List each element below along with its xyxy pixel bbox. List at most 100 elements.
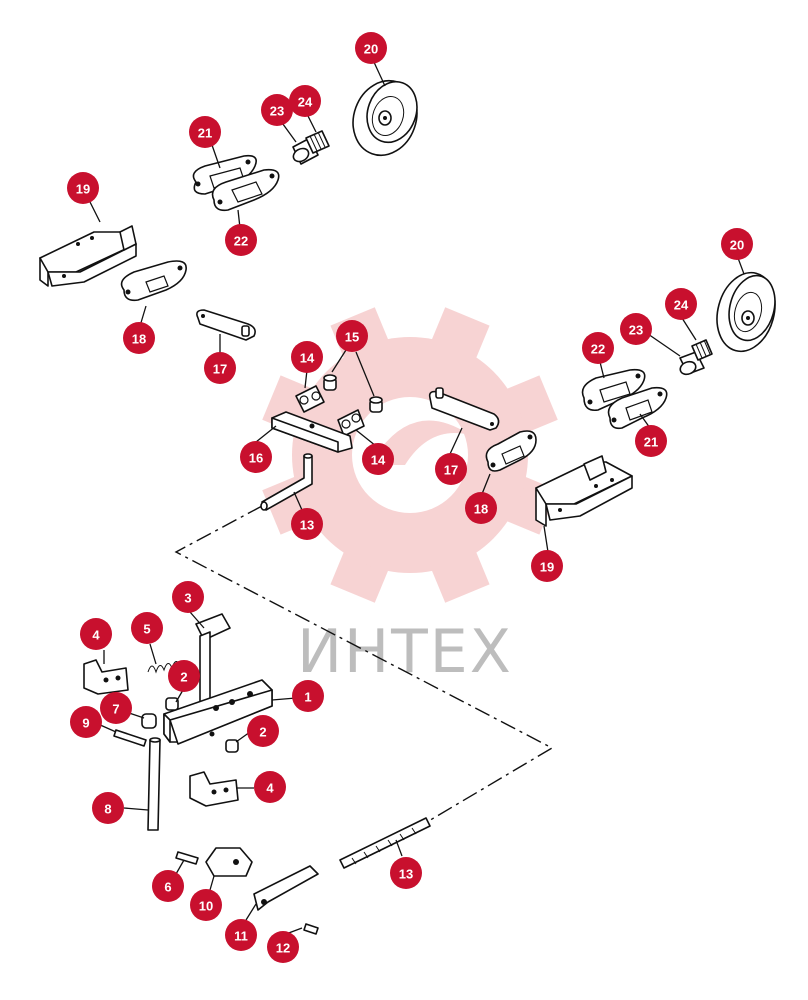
part-18-flange-right <box>485 430 537 472</box>
callout-c22a: 22 <box>225 224 257 256</box>
callout-c18a: 18 <box>123 322 155 354</box>
callout-label: 24 <box>674 298 689 313</box>
callout-marker <box>620 313 652 345</box>
callout-marker <box>100 692 132 724</box>
callout-c1: 1 <box>292 680 324 712</box>
callout-c9: 9 <box>70 706 102 738</box>
callout-label: 19 <box>540 560 554 575</box>
callout-label: 10 <box>199 899 213 914</box>
part-1-main-frame <box>163 679 273 745</box>
callout-label: 4 <box>266 781 274 796</box>
callout-marker <box>225 919 257 951</box>
callout-marker <box>635 425 667 457</box>
callout-marker <box>247 715 279 747</box>
callout-c3: 3 <box>172 581 204 613</box>
callout-label: 14 <box>300 351 315 366</box>
callout-label: 16 <box>249 451 263 466</box>
callout-label: 2 <box>259 725 266 740</box>
callout-marker <box>261 94 293 126</box>
callout-c23a: 23 <box>261 94 293 126</box>
callout-marker <box>168 660 200 692</box>
callout-marker <box>355 32 387 64</box>
callout-label: 6 <box>164 880 171 895</box>
callout-label: 17 <box>213 362 227 377</box>
callout-c19b: 19 <box>531 550 563 582</box>
callout-marker <box>721 228 753 260</box>
callout-c4a: 4 <box>80 618 112 650</box>
callout-c8: 8 <box>92 792 124 824</box>
callout-c16: 16 <box>240 441 272 473</box>
gear-swirl <box>370 420 470 465</box>
callout-c5: 5 <box>131 612 163 644</box>
callout-label: 24 <box>298 95 313 110</box>
callout-label: 20 <box>364 42 378 57</box>
callout-marker <box>225 224 257 256</box>
callout-label: 23 <box>629 323 643 338</box>
callout-c2b: 2 <box>247 715 279 747</box>
callout-c6: 6 <box>152 870 184 902</box>
linkage-path <box>174 505 554 823</box>
callout-label: 9 <box>82 716 89 731</box>
callout-label: 22 <box>234 234 248 249</box>
callout-c21b: 21 <box>635 425 667 457</box>
callout-marker <box>390 857 422 889</box>
callout-marker <box>131 612 163 644</box>
callout-label: 18 <box>132 332 146 347</box>
callout-label: 21 <box>644 435 658 450</box>
callout-marker <box>172 581 204 613</box>
callout-c17b: 17 <box>435 453 467 485</box>
callout-c20a: 20 <box>355 32 387 64</box>
callout-marker <box>531 550 563 582</box>
callout-label: 19 <box>76 182 90 197</box>
callout-c4b: 4 <box>254 771 286 803</box>
part-20-pulley-right <box>716 271 776 353</box>
watermark-text: ИНТЕХ <box>297 617 513 687</box>
part-3-pedal-arm <box>195 613 231 705</box>
part-24-spring-right <box>691 339 713 361</box>
callout-c14a: 14 <box>291 341 323 373</box>
callout-label: 21 <box>198 126 212 141</box>
part-13-threaded-rod <box>339 817 431 869</box>
callout-marker <box>92 792 124 824</box>
part-17-lever-right <box>428 387 500 431</box>
part-21-plate-right <box>607 386 668 430</box>
part-8-shaft <box>147 737 161 831</box>
callout-label: 17 <box>444 463 458 478</box>
part-19-bracket-right <box>535 455 633 527</box>
callout-marker <box>123 322 155 354</box>
callout-label: 15 <box>345 330 359 345</box>
callout-marker <box>362 443 394 475</box>
callout-marker <box>254 771 286 803</box>
callout-c21a: 21 <box>189 116 221 148</box>
part-4-bracket-bottom <box>189 771 239 807</box>
callout-marker <box>80 618 112 650</box>
part-24-spring-top <box>305 130 330 154</box>
callout-marker <box>336 320 368 352</box>
callout-marker <box>582 332 614 364</box>
callout-label: 4 <box>92 628 100 643</box>
callout-marker <box>267 931 299 963</box>
callout-label: 23 <box>270 104 284 119</box>
callout-label: 20 <box>730 238 744 253</box>
callout-marker <box>435 453 467 485</box>
part-9-pin <box>113 729 147 747</box>
callout-marker <box>665 288 697 320</box>
callout-c22b: 22 <box>582 332 614 364</box>
part-18-flange-top <box>120 260 187 302</box>
callout-label: 3 <box>184 591 191 606</box>
callout-c10: 10 <box>190 889 222 921</box>
callout-label: 8 <box>104 802 111 817</box>
callout-label: 5 <box>143 622 150 637</box>
callout-marker <box>292 680 324 712</box>
callout-label: 22 <box>591 342 605 357</box>
callout-label: 18 <box>474 502 488 517</box>
callout-marker <box>465 492 497 524</box>
callout-c13a: 13 <box>291 508 323 540</box>
callout-marker <box>289 85 321 117</box>
callout-marker <box>152 870 184 902</box>
callout-marker <box>189 116 221 148</box>
callout-label: 13 <box>399 867 413 882</box>
callout-label: 12 <box>276 941 290 956</box>
part-22-plate-top <box>211 168 280 212</box>
